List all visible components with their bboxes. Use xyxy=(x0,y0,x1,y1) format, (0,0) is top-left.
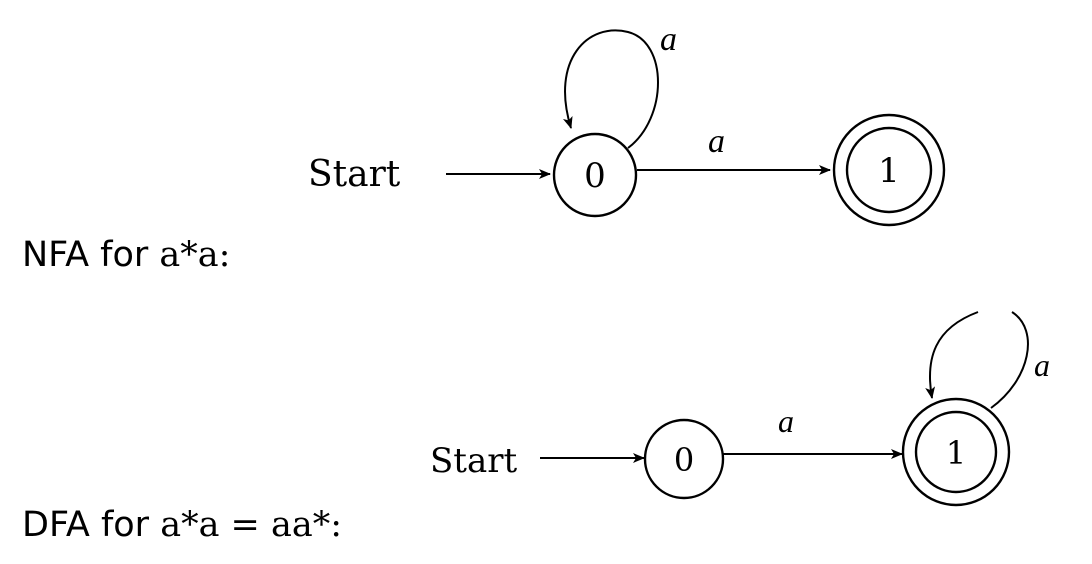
nfa-caption-prefix: NFA for xyxy=(22,235,160,275)
nfa-diagram: Start 0 a a 1 xyxy=(308,21,946,227)
nfa-caption-math: a*a: xyxy=(159,235,231,275)
nfa-state-1-label: 1 xyxy=(878,151,900,191)
dfa-start-label: Start xyxy=(430,441,517,481)
dfa-state-0 xyxy=(643,418,725,500)
dfa-caption-prefix: DFA for xyxy=(22,505,161,545)
nfa-state-0-label: 0 xyxy=(584,156,606,196)
dfa-state-0-label: 0 xyxy=(674,441,694,479)
nfa-self-loop xyxy=(562,29,659,149)
dfa-self-loop xyxy=(930,311,1029,408)
dfa-diagram: Start 0 a 1 a xyxy=(430,311,1050,507)
dfa-state-1-label: 1 xyxy=(946,434,966,472)
nfa-edge-0-1-label: a xyxy=(708,123,725,160)
dfa-caption-math: a*a = aa*: xyxy=(160,505,343,545)
nfa-caption: NFA for a*a: xyxy=(22,238,230,273)
nfa-state-1 xyxy=(845,126,933,214)
dfa-edge-0-1-label: a xyxy=(778,403,794,439)
dfa-self-loop-label: a xyxy=(1034,347,1050,383)
nfa-start-label: Start xyxy=(308,154,401,195)
dfa-state-1 xyxy=(914,410,998,494)
nfa-state-0 xyxy=(552,132,638,218)
nfa-self-loop-label: a xyxy=(660,21,677,58)
dfa-caption: DFA for a*a = aa*: xyxy=(22,508,342,543)
